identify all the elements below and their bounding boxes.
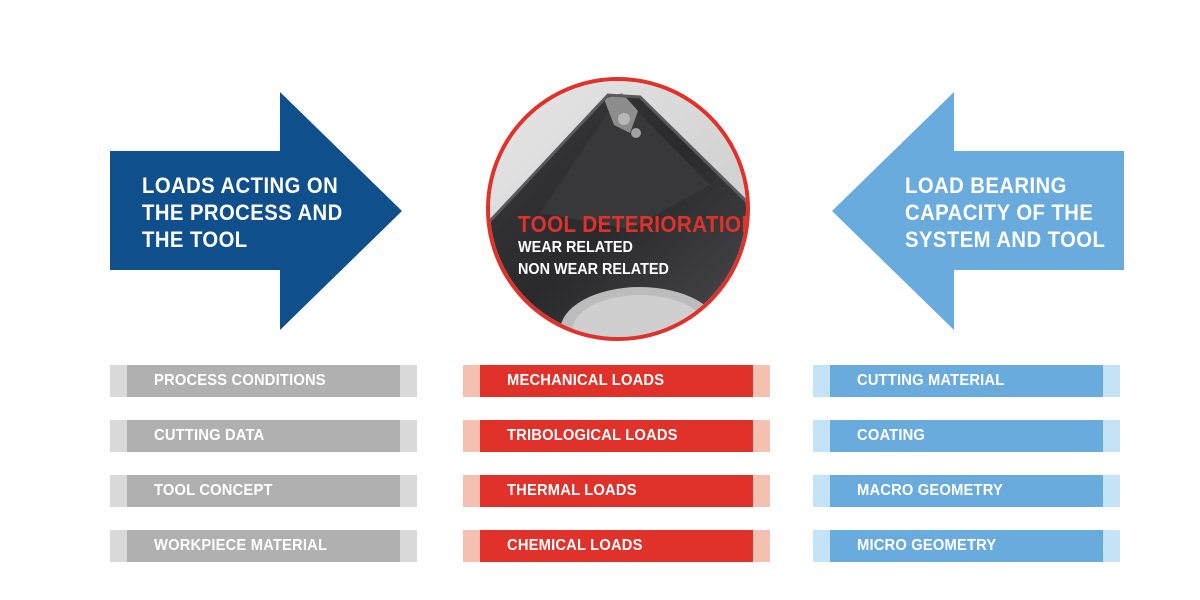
right-list-item: MICRO GEOMETRY bbox=[813, 530, 1120, 562]
left-list-item: TOOL CONCEPT bbox=[110, 475, 417, 507]
center-list-item: CHEMICAL LOADS bbox=[463, 530, 770, 562]
left-list-label: CUTTING DATA bbox=[154, 427, 265, 444]
non-wear-related-label: NON WEAR RELATED bbox=[518, 261, 669, 278]
left-list-item: PROCESS CONDITIONS bbox=[110, 365, 417, 397]
left-arrow-shape bbox=[110, 92, 402, 330]
center-list-item: MECHANICAL LOADS bbox=[463, 365, 770, 397]
left-list-label: TOOL CONCEPT bbox=[154, 482, 273, 499]
left-list-item: WORKPIECE MATERIAL bbox=[110, 530, 417, 562]
tool-deterioration-circle: TOOL DETERIORATION WEAR RELATED NON WEAR… bbox=[486, 77, 750, 341]
worn-cutting-insert-image bbox=[490, 81, 746, 337]
wear-related-label: WEAR RELATED bbox=[518, 239, 633, 256]
right-list-item: COATING bbox=[813, 420, 1120, 452]
left-arrow-line: THE TOOL bbox=[142, 227, 248, 252]
left-list-item: CUTTING DATA bbox=[110, 420, 417, 452]
right-arrow-line: SYSTEM AND TOOL bbox=[905, 227, 1106, 252]
center-list-label: MECHANICAL LOADS bbox=[507, 372, 665, 389]
right-arrow-line: CAPACITY OF THE bbox=[905, 200, 1094, 225]
center-list-label: THERMAL LOADS bbox=[507, 482, 637, 499]
center-list-item: THERMAL LOADS bbox=[463, 475, 770, 507]
left-list-label: WORKPIECE MATERIAL bbox=[154, 537, 328, 554]
left-arrow-line: LOADS ACTING ON bbox=[142, 173, 339, 198]
right-list-label: MACRO GEOMETRY bbox=[857, 482, 1003, 499]
right-arrow-line: LOAD BEARING bbox=[905, 173, 1067, 198]
right-list-label: CUTTING MATERIAL bbox=[857, 372, 1005, 389]
left-arrow-line: THE PROCESS AND bbox=[142, 200, 343, 225]
right-list-item: MACRO GEOMETRY bbox=[813, 475, 1120, 507]
left-arrow: LOADS ACTING ON THE PROCESS AND THE TOOL bbox=[110, 92, 402, 330]
right-list-item: CUTTING MATERIAL bbox=[813, 365, 1120, 397]
tool-deterioration-title: TOOL DETERIORATION bbox=[518, 211, 750, 237]
right-list-label: COATING bbox=[857, 427, 926, 444]
center-list-item: TRIBOLOGICAL LOADS bbox=[463, 420, 770, 452]
center-list-label: TRIBOLOGICAL LOADS bbox=[507, 427, 678, 444]
right-arrow-text: LOAD BEARING CAPACITY OF THE SYSTEM AND … bbox=[905, 172, 1105, 253]
right-arrow-shape bbox=[832, 92, 1124, 330]
left-list-label: PROCESS CONDITIONS bbox=[154, 372, 326, 389]
right-list-label: MICRO GEOMETRY bbox=[857, 537, 997, 554]
center-list-label: CHEMICAL LOADS bbox=[507, 537, 643, 554]
right-arrow: LOAD BEARING CAPACITY OF THE SYSTEM AND … bbox=[832, 92, 1124, 330]
left-arrow-text: LOADS ACTING ON THE PROCESS AND THE TOOL bbox=[142, 172, 343, 253]
